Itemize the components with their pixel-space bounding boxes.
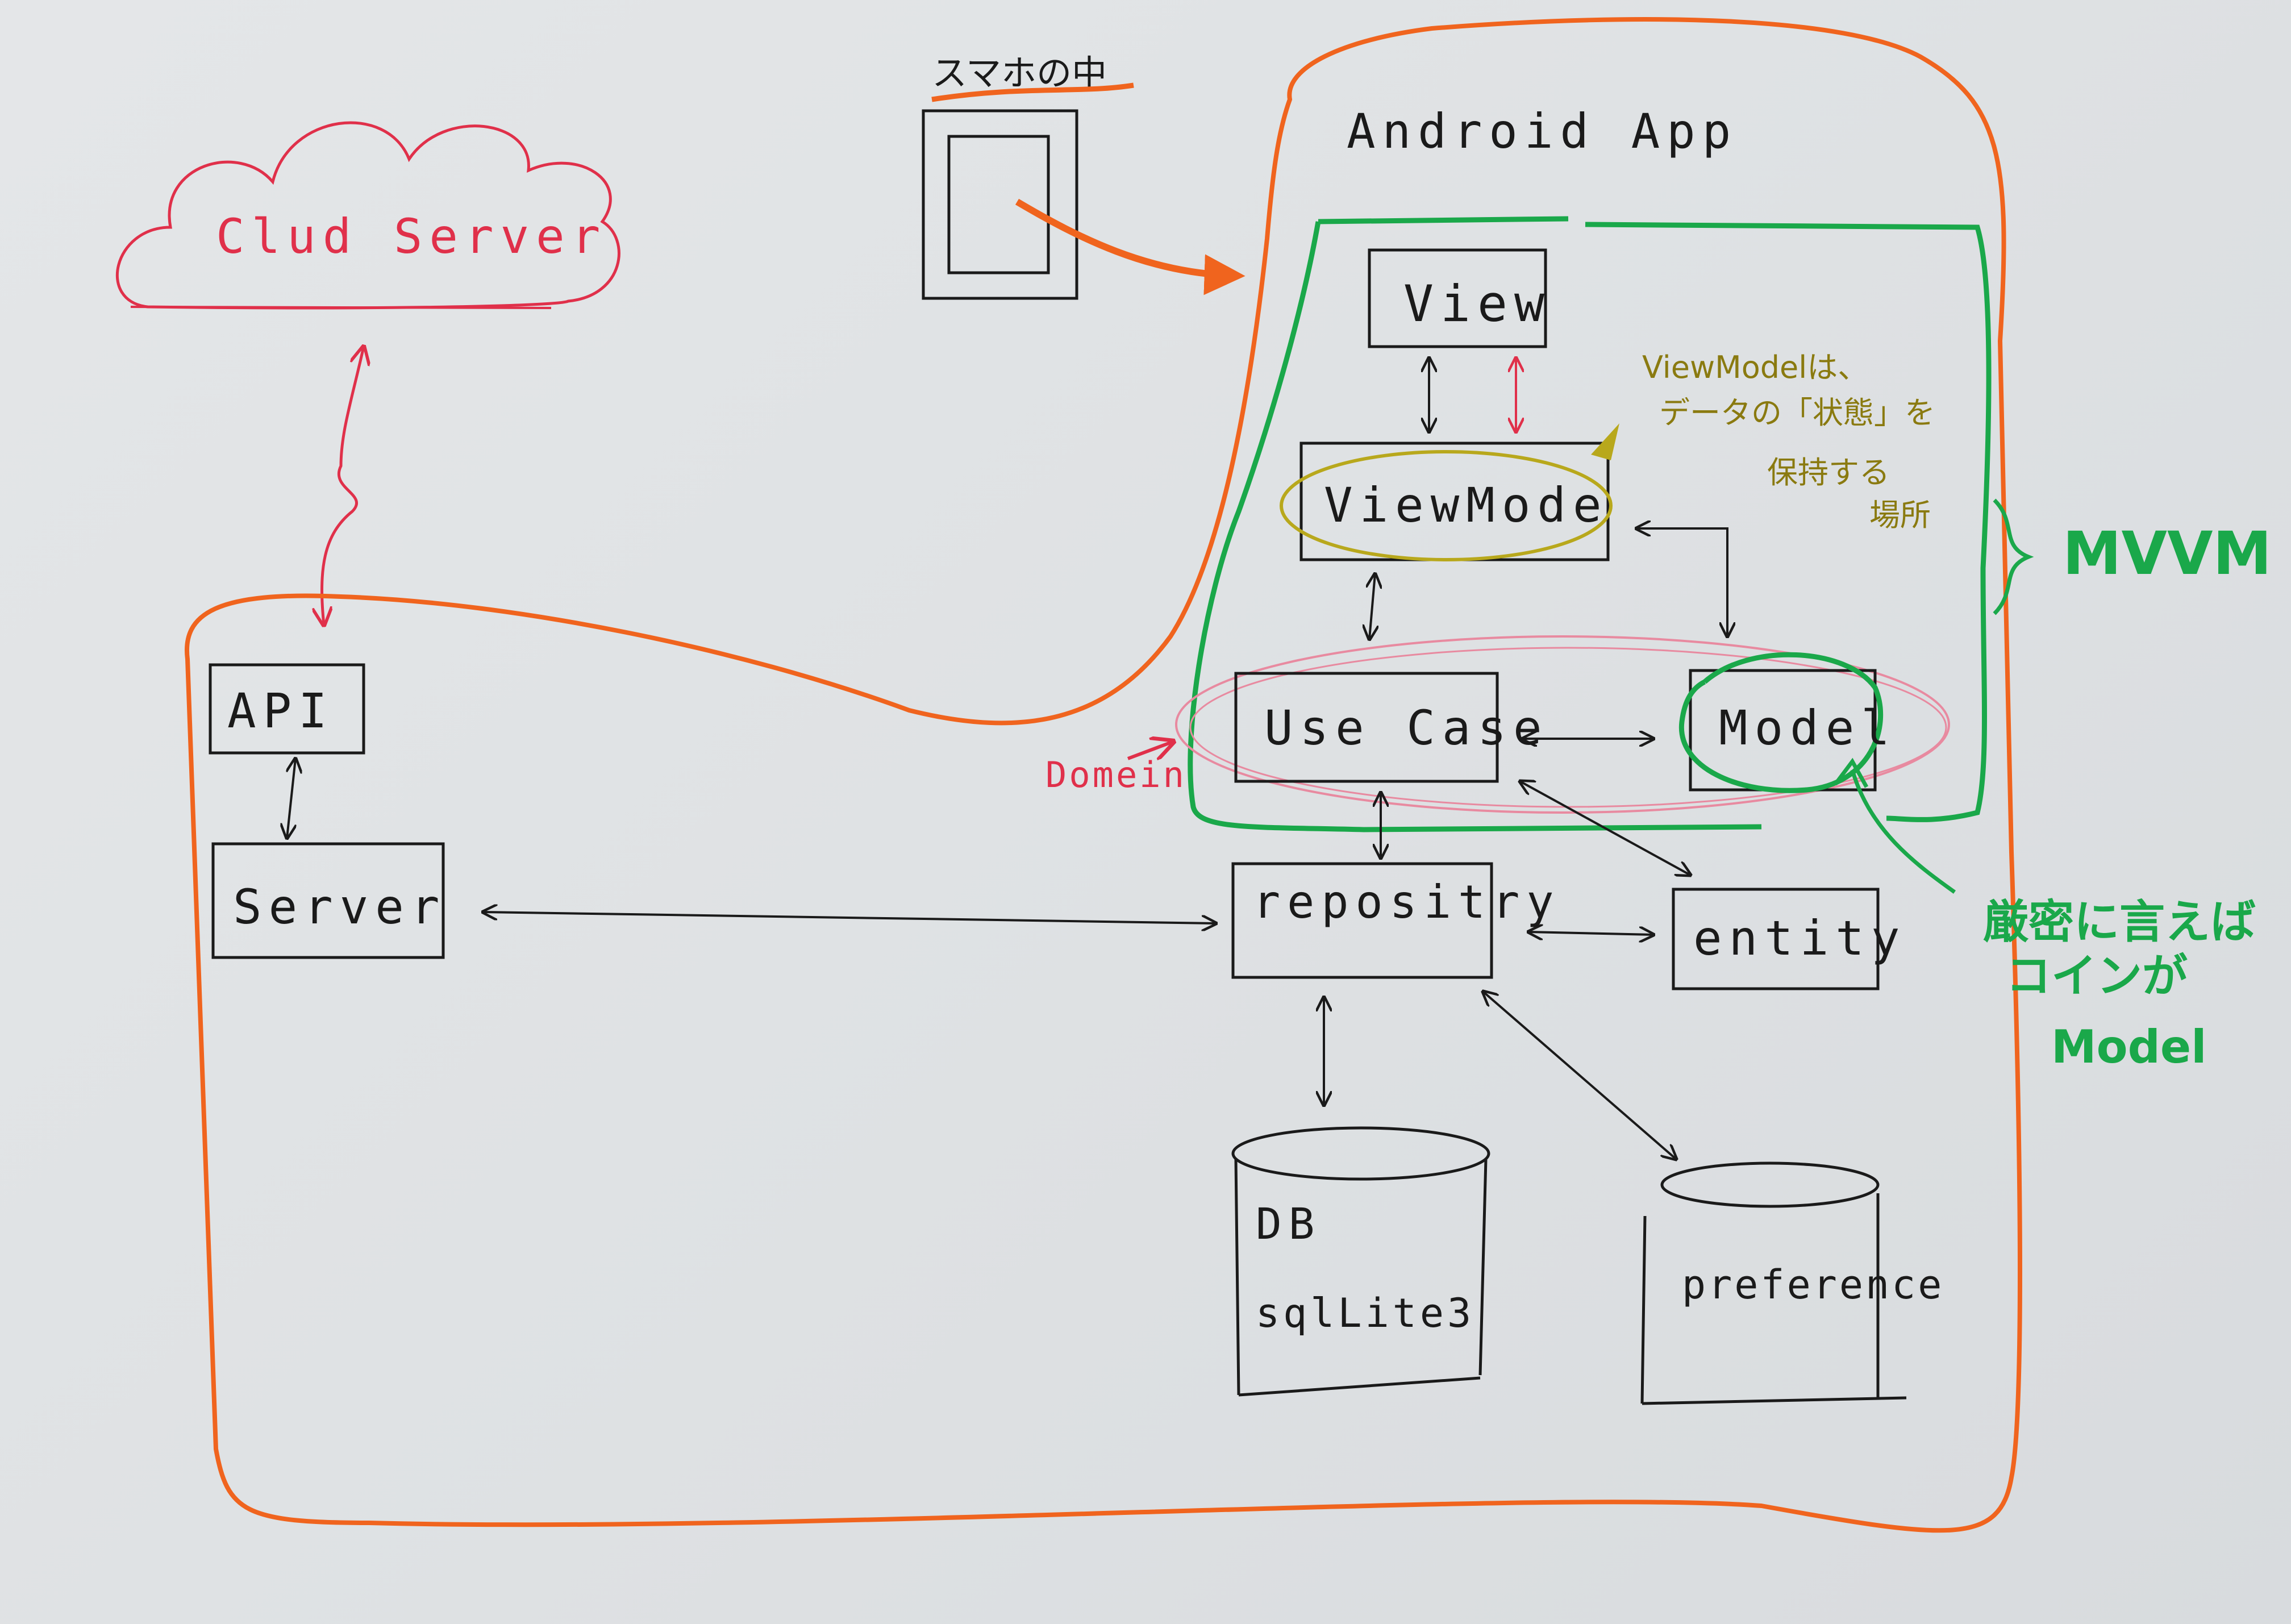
cloud-shape	[116, 121, 620, 310]
android-app-boundary	[185, 17, 2022, 1533]
domain-arrow	[1127, 742, 1173, 759]
preference-label: preference	[1682, 1261, 1944, 1308]
model-box: Model	[1678, 652, 1897, 793]
note-pointer	[1591, 423, 1619, 460]
model-highlight	[1678, 652, 1884, 793]
smartphone-outer	[922, 109, 1078, 300]
cloud-server: Clud Server	[116, 121, 620, 310]
server-box: Server	[211, 842, 446, 959]
viewmodel-model-arrow	[1636, 528, 1727, 636]
viewmodel-note-line-3: 保持する	[1767, 455, 1890, 490]
viewmodel-box: ViewMode	[1280, 423, 1619, 561]
usecase-box: Use Case	[1234, 672, 1549, 783]
model-note-pointer	[1850, 769, 1956, 894]
db-label: DB	[1256, 1198, 1322, 1249]
view-label: View	[1403, 274, 1551, 333]
model-note-line-2: コインが	[2006, 950, 2188, 1002]
viewmodel-note-line-1: ViewModelは、	[1642, 349, 1868, 385]
repository-label: repositry	[1253, 876, 1560, 928]
viewmodel-note-line-4: 場所	[1869, 497, 1931, 533]
viewmodel-note: ViewModelは、 データの「状態」を 保持する 場所	[1642, 349, 1935, 533]
usecase-label: Use Case	[1264, 700, 1549, 756]
api-box: API	[209, 663, 365, 755]
mvvm-label: MVVM	[2063, 519, 2272, 588]
model-label: Model	[1719, 700, 1897, 756]
viewmodel-highlight	[1280, 450, 1613, 561]
preference-cylinder: preference	[1640, 1161, 1944, 1405]
repository-entity-arrow	[1528, 932, 1653, 935]
entity-box: entity	[1672, 888, 1906, 990]
repository-box: repositry	[1231, 862, 1560, 979]
model-note-pointer-head	[1834, 757, 1869, 788]
caption-underline	[931, 82, 1134, 102]
model-note: 厳密に言えば コインが Model	[1983, 896, 2256, 1073]
entity-label: entity	[1693, 910, 1906, 966]
model-note-line-1: 厳密に言えば	[1983, 896, 2256, 948]
smartphone-screen	[947, 135, 1050, 274]
view-box: View	[1368, 248, 1551, 348]
domain-layer: Domein	[1045, 635, 1950, 814]
smartphone: スマホの中	[922, 52, 1134, 300]
android-app-label: Android App	[1347, 103, 1738, 159]
usecase-entity-arrow	[1520, 781, 1690, 875]
mvvm-brace	[1993, 498, 2034, 615]
phone-to-app-arrow	[1015, 198, 1246, 295]
cloud-server-label: Clud Server	[216, 209, 607, 264]
viewmodel-note-line-2: データの「状態」を	[1659, 395, 1935, 431]
server-label: Server	[233, 879, 446, 935]
viewmodel-usecase-arrow	[1369, 574, 1375, 639]
db-engine-label: sqlLite3	[1256, 1290, 1474, 1336]
server-repository-arrow	[483, 912, 1216, 923]
viewmodel-label: ViewMode	[1324, 477, 1609, 533]
api-label: API	[227, 683, 334, 739]
smartphone-caption: スマホの中	[932, 52, 1107, 94]
domain-label: Domein	[1045, 754, 1186, 796]
model-note-line-3: Model	[2051, 1021, 2207, 1073]
db-cylinder: DB sqlLite3	[1231, 1126, 1490, 1397]
api-server-arrow	[287, 759, 295, 838]
mvvm-boundary	[1188, 216, 1992, 832]
cloud-base-line	[130, 306, 552, 309]
cloud-api-connector	[322, 347, 364, 625]
repository-preference-arrow	[1483, 992, 1676, 1159]
